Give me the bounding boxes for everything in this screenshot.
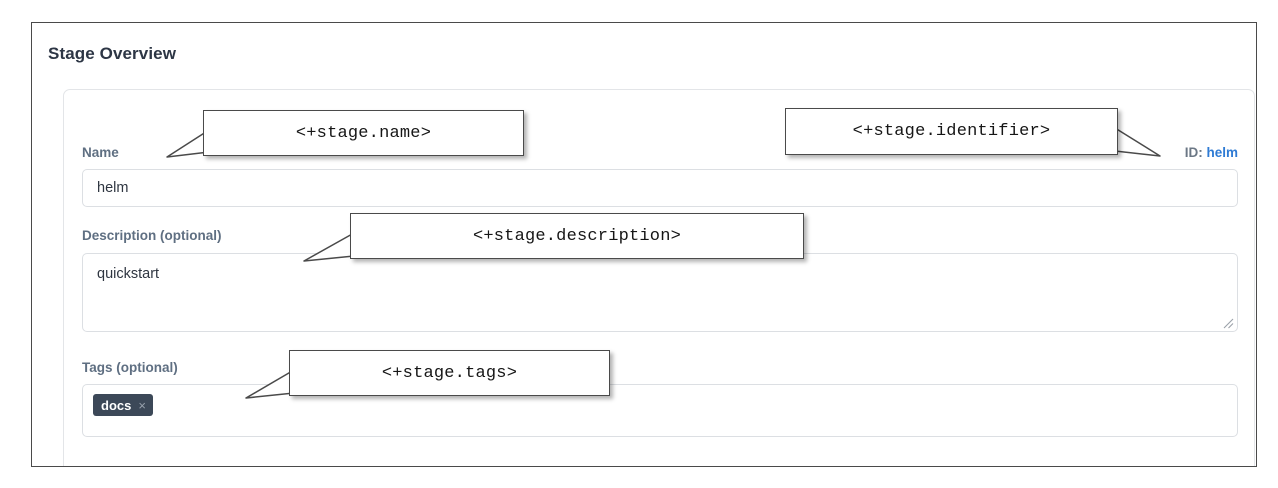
callout-tail-description xyxy=(303,232,355,262)
id-value-link[interactable]: helm xyxy=(1206,145,1238,160)
page-title: Stage Overview xyxy=(48,44,177,63)
screenshot-frame: Stage Overview Name ID: helm Description… xyxy=(31,22,1257,467)
callout-stage-tags: <+stage.tags> xyxy=(289,350,610,396)
stage-identifier-readout: ID: helm xyxy=(1185,145,1238,160)
tag-chip-label: docs xyxy=(101,397,132,413)
description-textarea[interactable] xyxy=(82,253,1238,332)
callout-stage-name: <+stage.name> xyxy=(203,110,524,156)
description-label: Description (optional) xyxy=(82,228,222,243)
tag-chip-docs[interactable]: docs × xyxy=(93,394,153,416)
id-label: ID: xyxy=(1184,145,1203,160)
tags-label: Tags (optional) xyxy=(82,360,178,375)
name-label: Name xyxy=(82,145,119,160)
callout-stage-identifier: <+stage.identifier> xyxy=(785,108,1118,155)
tag-remove-icon[interactable]: × xyxy=(138,397,146,413)
name-input[interactable] xyxy=(82,169,1238,207)
callout-tail-identifier xyxy=(1114,127,1161,157)
callout-stage-description: <+stage.description> xyxy=(350,213,804,259)
